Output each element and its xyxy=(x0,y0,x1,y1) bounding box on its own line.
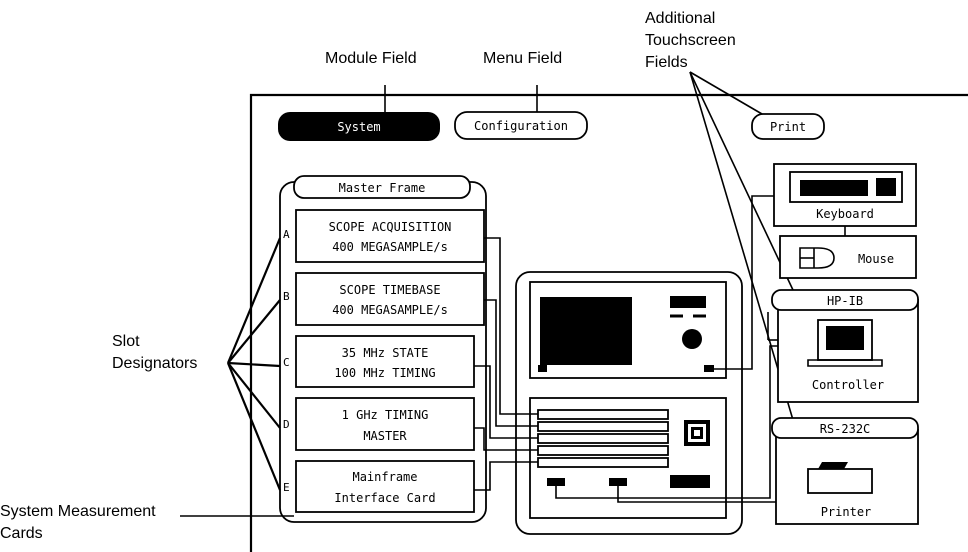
slot-letter-c: C xyxy=(283,356,290,369)
keyboard-label: Keyboard xyxy=(816,207,874,221)
slot-b-line1: SCOPE TIMEBASE xyxy=(339,283,440,297)
slot-e-line2: Interface Card xyxy=(334,491,435,505)
slot-card-a[interactable]: A SCOPE ACQUISITION 400 MEGASAMPLE/s xyxy=(283,209,485,263)
mouse-box[interactable]: Mouse xyxy=(779,235,917,279)
slot-letter-d: D xyxy=(283,418,290,431)
mouse-label: Mouse xyxy=(858,252,894,266)
additional-fields-label-line3: Fields xyxy=(645,54,688,71)
rs232-button[interactable]: RS-232C xyxy=(771,417,919,439)
slot-e-line1: Mainframe xyxy=(352,470,417,484)
peripheral-wiring xyxy=(555,195,778,503)
slot-letter-e: E xyxy=(283,481,290,494)
slot-c-line1: 35 MHz STATE xyxy=(342,346,429,360)
module-field-label: Module Field xyxy=(325,50,417,67)
slot-designators-label-line2: Designators xyxy=(112,355,197,372)
keyboard-box[interactable]: Keyboard xyxy=(773,163,917,227)
slot-card-c[interactable]: C 35 MHz STATE 100 MHz TIMING xyxy=(283,335,475,388)
additional-fields-label-line1: Additional xyxy=(645,10,715,27)
slot-card-e[interactable]: E Mainframe Interface Card xyxy=(283,460,475,513)
configuration-button[interactable]: Configuration xyxy=(454,111,588,140)
slot-c-line2: 100 MHz TIMING xyxy=(334,366,435,380)
print-button-label: Print xyxy=(770,120,806,134)
menu-field-label: Menu Field xyxy=(483,50,562,67)
additional-fields-label-line2: Touchscreen xyxy=(645,32,736,49)
slot-a-line2: 400 MEGASAMPLE/s xyxy=(332,240,448,254)
slot-letter-a: A xyxy=(283,228,290,241)
master-frame-header: Master Frame xyxy=(293,175,471,199)
slot-designators-label-line1: Slot xyxy=(112,333,140,350)
slot-designator-leaders xyxy=(226,237,282,491)
hpib-button[interactable]: HP-IB xyxy=(771,289,919,311)
printer-illustration: Printer xyxy=(807,462,873,519)
slot-letter-b: B xyxy=(283,290,290,303)
slot-d-line2: MASTER xyxy=(363,429,407,443)
slot-card-d[interactable]: D 1 GHz TIMING MASTER xyxy=(283,397,475,451)
slot-d-line1: 1 GHz TIMING xyxy=(342,408,429,422)
master-frame-label: Master Frame xyxy=(339,181,426,195)
slot-wiring xyxy=(474,237,538,491)
slot-b-line2: 400 MEGASAMPLE/s xyxy=(332,303,448,317)
controller-illustration: Controller xyxy=(807,319,884,392)
slot-card-b[interactable]: B SCOPE TIMEBASE 400 MEGASAMPLE/s xyxy=(283,272,485,326)
controller-label: Controller xyxy=(812,378,884,392)
additional-fields-leaders xyxy=(689,71,794,421)
system-button[interactable]: System xyxy=(278,112,440,141)
system-cards-label-line2: Cards xyxy=(0,525,43,542)
print-button[interactable]: Print xyxy=(751,113,825,140)
printer-label: Printer xyxy=(821,505,872,519)
mainframe-illustration xyxy=(515,271,743,535)
rs232-label: RS-232C xyxy=(820,422,871,436)
hpib-label: HP-IB xyxy=(827,294,863,308)
configuration-button-label: Configuration xyxy=(474,119,568,133)
slot-a-line1: SCOPE ACQUISITION xyxy=(329,220,452,234)
system-cards-label-line1: System Measurement xyxy=(0,503,156,520)
system-button-label: System xyxy=(337,120,380,134)
